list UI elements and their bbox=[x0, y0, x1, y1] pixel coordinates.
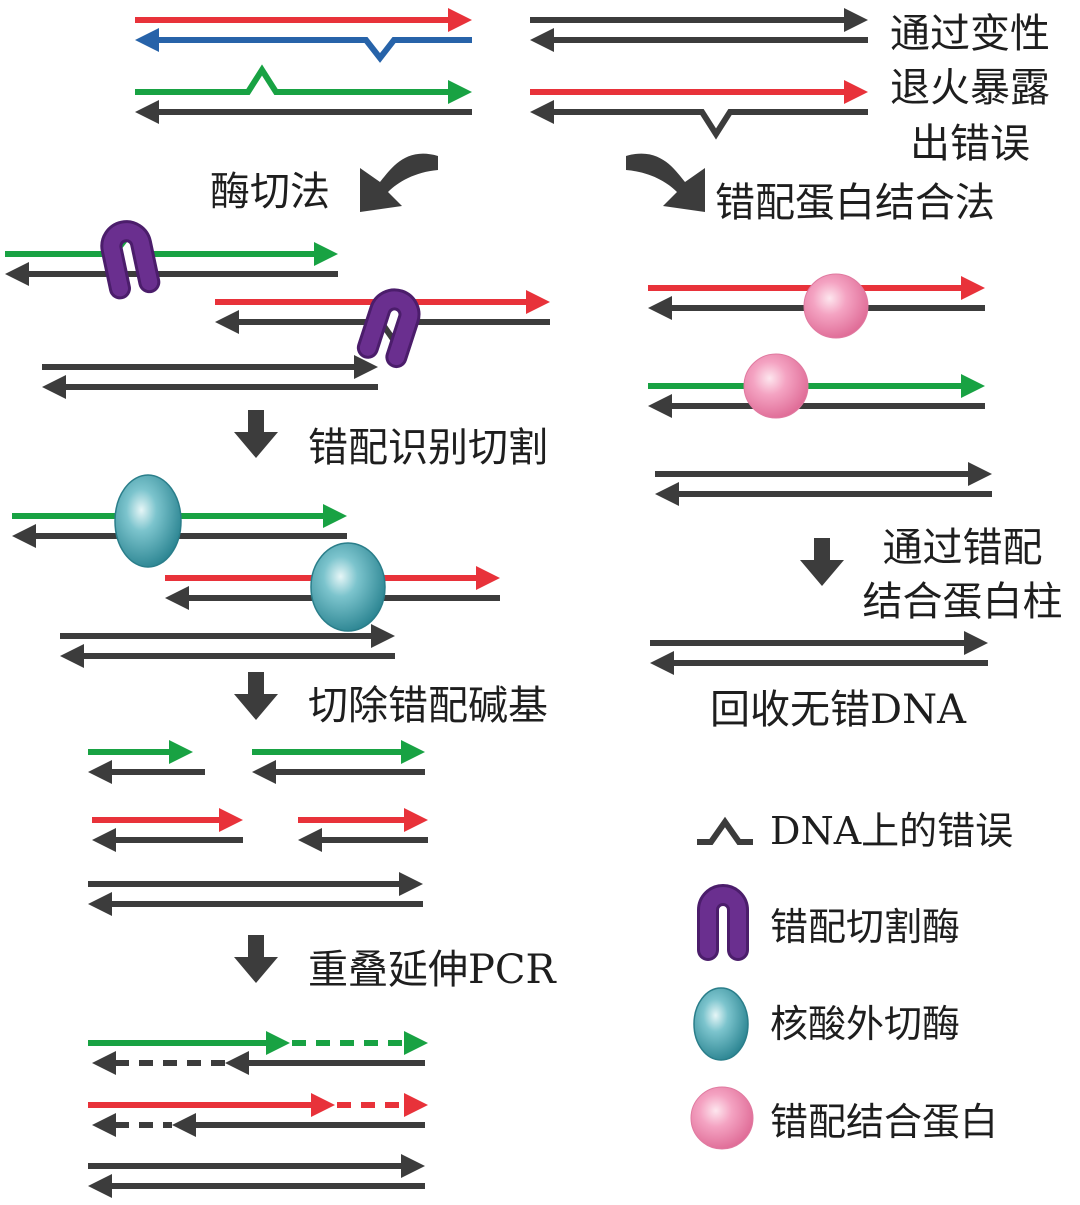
legend-label-binding-protein: 错配结合蛋白 bbox=[770, 1100, 999, 1144]
legend-label-mismatch: DNA上的错误 bbox=[770, 809, 1014, 853]
binding-protein-b1 bbox=[803, 273, 869, 339]
strand-clean-rev-head bbox=[650, 651, 674, 675]
pcr-red-dashed-head bbox=[404, 1093, 428, 1117]
strand-top-d-dark bbox=[550, 109, 868, 140]
strand-top-b-green-head bbox=[448, 80, 472, 104]
strand-top-b-dark-head bbox=[135, 100, 159, 124]
strand-f3-fwd-head bbox=[399, 872, 423, 896]
label-denature-line-1: 通过变性 bbox=[890, 11, 1050, 57]
label-overlap-pcr: 重叠延伸PCR bbox=[308, 947, 556, 993]
strand-top-a-red-head bbox=[448, 8, 472, 32]
label-denature-line-2: 退火暴露 bbox=[890, 65, 1050, 111]
fragment-dark-left-2-head bbox=[92, 828, 116, 852]
pcr-dark-solid-2-head bbox=[172, 1113, 196, 1137]
label-column-line-2: 结合蛋白柱 bbox=[862, 579, 1063, 625]
fragment-red-right-head bbox=[404, 808, 428, 832]
label-recover-dna: 回收无错DNA bbox=[710, 687, 966, 733]
label-recognize-cut: 错配识别切割 bbox=[308, 425, 548, 471]
fragment-green-right-head bbox=[401, 740, 425, 764]
fragment-dark-right-2-head bbox=[298, 828, 322, 852]
pcr-green-dashed-head bbox=[404, 1031, 428, 1055]
label-binding-method: 错配蛋白结合法 bbox=[715, 180, 995, 226]
strand-e1-green bbox=[5, 231, 318, 257]
strand-r2-dark-head bbox=[165, 586, 189, 610]
strand-e2-red-head bbox=[526, 290, 550, 314]
strand-b1-red-head bbox=[961, 276, 985, 300]
pcr-dark-dashed-1-head bbox=[92, 1051, 116, 1075]
strand-p3-fwd-head bbox=[401, 1154, 425, 1178]
strand-b1-dark-head bbox=[648, 296, 672, 320]
label-column-line-1: 通过错配 bbox=[882, 525, 1043, 571]
fragment-dark-left-1-head bbox=[88, 760, 112, 784]
exonuclease-icon bbox=[693, 987, 749, 1061]
strand-r1-dark-head bbox=[12, 524, 36, 548]
mismatch-kink-icon bbox=[697, 816, 753, 845]
down-arrow-recognize bbox=[248, 410, 264, 436]
curved-arrow-binding bbox=[626, 153, 705, 212]
strand-e3-fwd-head bbox=[354, 355, 378, 379]
exonuclease-r1 bbox=[114, 474, 182, 568]
strand-e1-green-head bbox=[314, 242, 338, 266]
mismatch-endonuclease-icon bbox=[697, 884, 749, 961]
mismatch-endonuclease-icon-body bbox=[700, 887, 746, 958]
strand-r2-red-head bbox=[476, 566, 500, 590]
enzyme-e1 bbox=[100, 220, 161, 300]
label-enzyme-method: 酶切法 bbox=[210, 169, 330, 215]
strand-top-d-dark-head bbox=[530, 100, 554, 124]
fragment-dark-right-1-head bbox=[252, 760, 276, 784]
fragment-red-left-head bbox=[219, 808, 243, 832]
curved-arrow-enzyme bbox=[360, 153, 438, 212]
binding-protein-b2 bbox=[743, 353, 809, 419]
fragment-green-left-head bbox=[169, 740, 193, 764]
down-arrow-column bbox=[814, 538, 830, 564]
legend-label-exonuclease: 核酸外切酶 bbox=[770, 1002, 961, 1046]
strand-r1-green-head bbox=[323, 504, 347, 528]
strand-clean-fwd-head bbox=[964, 631, 988, 655]
strand-top-c-rev-head bbox=[530, 28, 554, 52]
strand-f3-rev-head bbox=[88, 892, 112, 916]
enzyme-e1-body bbox=[103, 223, 158, 297]
enzyme-e2 bbox=[356, 288, 421, 369]
pcr-green-solid-head bbox=[266, 1031, 290, 1055]
pcr-dark-solid-1-head bbox=[225, 1051, 249, 1075]
strand-b2-dark-head bbox=[648, 394, 672, 418]
exonuclease-r2 bbox=[310, 542, 386, 632]
label-remove-bases: 切除错配碱基 bbox=[308, 683, 548, 729]
strand-top-a-blue bbox=[155, 37, 472, 63]
strand-e1-dark-head bbox=[5, 262, 29, 286]
strand-top-c-fwd-head bbox=[844, 8, 868, 32]
down-arrow-pcr bbox=[248, 935, 264, 961]
legend-label-endonuclease: 错配切割酶 bbox=[770, 905, 961, 949]
down-arrow-remove bbox=[248, 672, 264, 698]
down-arrow-column-head bbox=[800, 560, 844, 586]
strand-top-d-red-head bbox=[844, 80, 868, 104]
mismatch-binding-protein-icon bbox=[690, 1086, 754, 1150]
down-arrow-remove-head bbox=[234, 694, 278, 720]
strand-p3-rev-head bbox=[88, 1174, 112, 1198]
pcr-red-solid-head bbox=[311, 1093, 335, 1117]
pcr-dark-dashed-2-head bbox=[92, 1113, 116, 1137]
strand-r3-rev-head bbox=[60, 644, 84, 668]
strand-b3-fwd-head bbox=[968, 462, 992, 486]
down-arrow-recognize-head bbox=[234, 432, 278, 458]
strand-e3-rev-head bbox=[42, 375, 66, 399]
enzyme-e2-body bbox=[359, 291, 418, 366]
strand-r3-fwd-head bbox=[371, 624, 395, 648]
down-arrow-pcr-head bbox=[234, 957, 278, 983]
label-denature-line-3: 出错误 bbox=[910, 121, 1030, 167]
strand-b3-rev-head bbox=[655, 482, 679, 506]
strand-top-a-blue-head bbox=[135, 28, 159, 52]
strand-e2-dark-head bbox=[215, 310, 239, 334]
strand-top-b-green bbox=[135, 64, 452, 95]
strand-b2-green-head bbox=[961, 374, 985, 398]
